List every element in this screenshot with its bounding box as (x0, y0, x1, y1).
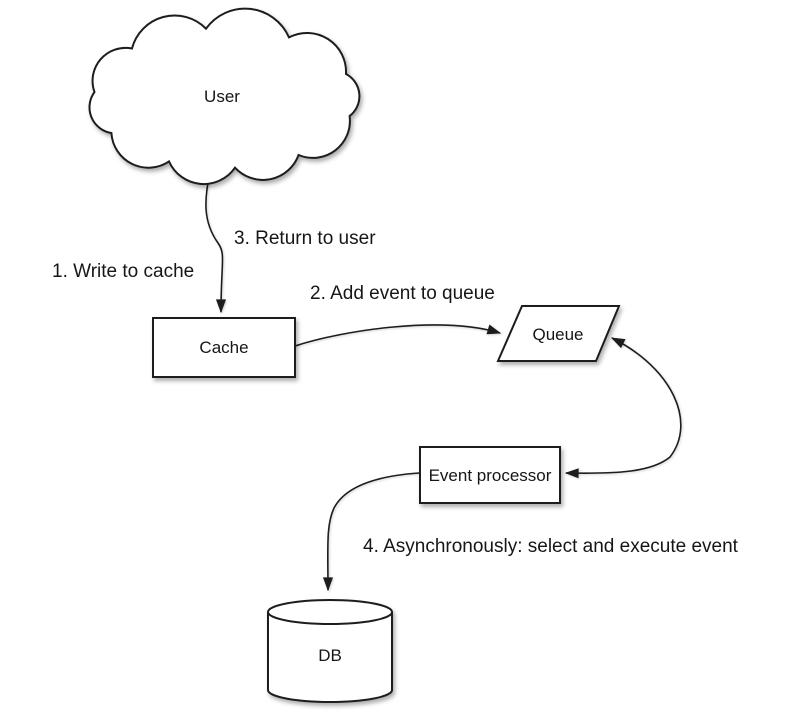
event-processor-label: Event processor (429, 466, 552, 485)
node-cache: Cache (152, 317, 296, 378)
edge-queue-eventprocessor-bidirectional (564, 337, 682, 479)
step3-label: 3. Return to user (234, 228, 376, 249)
node-event-processor: Event processor (419, 446, 561, 504)
cache-box-shape (152, 317, 296, 378)
node-queue: Queue (496, 305, 621, 362)
step2-label: 2. Add event to queue (310, 283, 495, 304)
db-cylinder-top-shape (267, 599, 393, 625)
step-labels: 1. Write to cache 3. Return to user 2. A… (52, 228, 739, 557)
edge-group (205, 171, 682, 592)
db-cylinder-body-shape (267, 612, 393, 703)
cache-label: Cache (199, 338, 248, 357)
user-label: User (204, 87, 240, 106)
user-cloud-shape (88, 7, 361, 186)
queue-label: Queue (532, 325, 583, 344)
step1-label: 1. Write to cache (52, 261, 194, 282)
queue-parallelogram-shape (496, 305, 621, 362)
step4-label: 4. Asynchronously: select and execute ev… (363, 536, 739, 557)
event-processor-box-shape (419, 446, 561, 504)
db-label: DB (318, 646, 342, 665)
node-db: DB (267, 599, 393, 703)
edge-eventprocessor-to-db (322, 472, 420, 592)
edge-user-to-cache (205, 171, 227, 314)
edge-cache-to-queue (294, 324, 502, 347)
node-user: User (88, 7, 361, 186)
